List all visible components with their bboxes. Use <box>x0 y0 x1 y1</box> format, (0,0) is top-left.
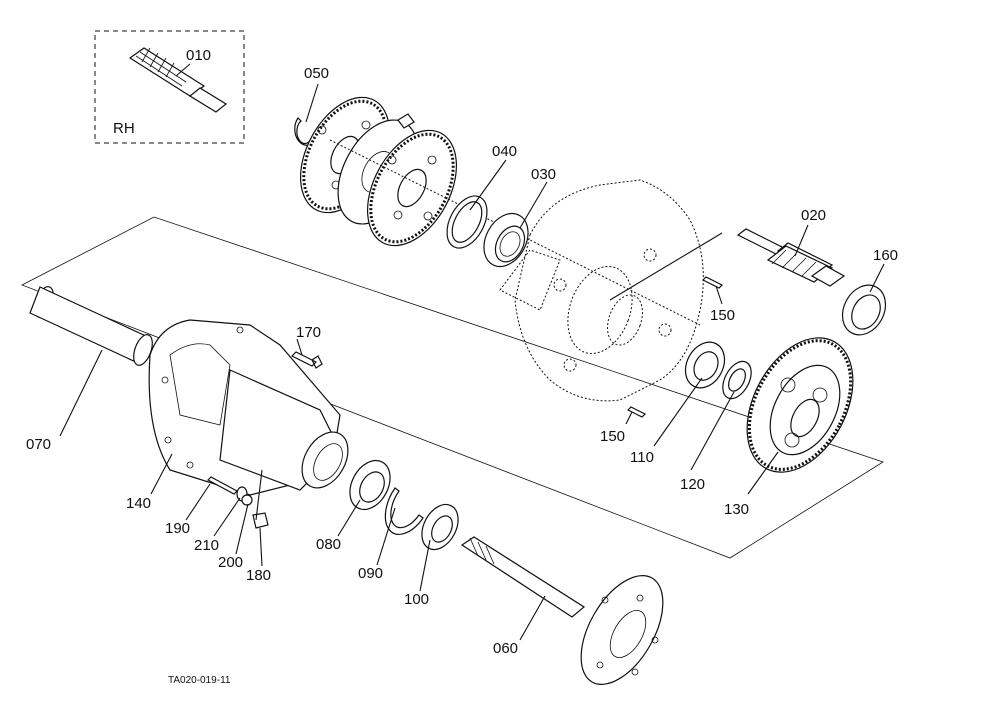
callout-030: 030 <box>531 166 556 183</box>
pin-150-lower <box>626 406 647 418</box>
bearing-030 <box>483 212 529 268</box>
figure-code: TA020-019-11 <box>168 675 231 686</box>
callout-090: 090 <box>358 565 383 582</box>
axle-tube-070 <box>29 286 153 366</box>
callout-110: 110 <box>630 449 654 466</box>
rear-housing-cover <box>499 179 704 402</box>
callout-140: 140 <box>126 495 151 512</box>
axle-housing-140 <box>148 319 349 496</box>
axle-shaft-060 <box>460 536 664 685</box>
callout-060: 060 <box>493 640 518 657</box>
brake-disc-inner <box>366 129 458 247</box>
callout-180: 180 <box>246 567 271 584</box>
callout-020: 020 <box>801 207 826 224</box>
plug-180 <box>252 512 269 529</box>
bearing-080 <box>349 459 391 511</box>
shaft-020 <box>736 228 846 287</box>
bolt-170 <box>290 351 323 369</box>
gear-130 <box>746 337 854 473</box>
callout-120: 120 <box>680 476 705 493</box>
bearing-110 <box>684 341 726 389</box>
callout-170: 170 <box>296 324 321 341</box>
leader-lines <box>59 63 885 641</box>
callout-160: 160 <box>873 247 898 264</box>
pin-150-upper <box>701 276 724 289</box>
callout-010: 010 <box>186 47 211 64</box>
bearing-160 <box>841 284 887 336</box>
rh-inset <box>94 30 245 144</box>
callout-070: 070 <box>26 436 51 453</box>
nut-200 <box>241 494 253 506</box>
ring-040 <box>446 195 488 249</box>
callout-040: 040 <box>492 143 517 160</box>
callout-labels: 010 020 030 040 050 060 070 080 090 100 … <box>26 47 898 686</box>
callout-130: 130 <box>724 501 749 518</box>
callout-100: 100 <box>404 591 429 608</box>
assembly-boundary <box>21 216 884 559</box>
seal-100 <box>421 503 459 551</box>
callout-150-lower: 150 <box>600 428 625 445</box>
inset-label-rh: RH <box>113 120 135 137</box>
callout-210: 210 <box>194 537 219 554</box>
callout-200: 200 <box>218 554 243 571</box>
washer-120 <box>722 360 752 400</box>
snap-ring-090 <box>384 487 424 535</box>
callout-150-upper: 150 <box>710 307 735 324</box>
callout-080: 080 <box>316 536 341 553</box>
callout-050: 050 <box>304 65 329 82</box>
callout-190: 190 <box>165 520 190 537</box>
pinion-shaft-rh <box>128 47 228 113</box>
